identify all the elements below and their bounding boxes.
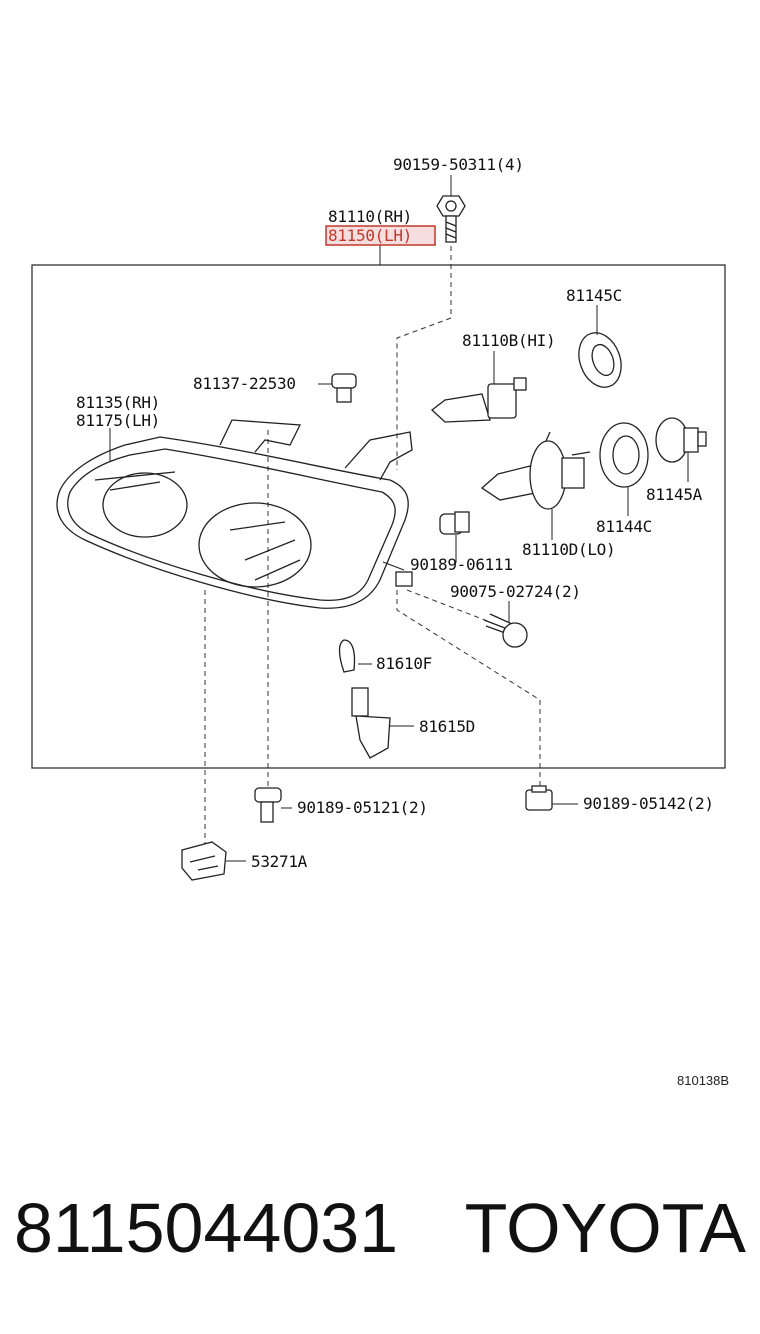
- footer: 8115044031 TOYOTA: [14, 1188, 746, 1278]
- label-81135-rh: 81135(RH): [76, 393, 160, 412]
- label-81110-rh: 81110(RH): [328, 207, 412, 226]
- label-81137-22530: 81137-22530: [193, 374, 296, 393]
- socket-81615d-icon: [351, 687, 391, 759]
- brand-name: TOYOTA: [464, 1189, 746, 1267]
- bulb-cover-81145c-icon: [578, 332, 622, 388]
- label-90189-05121: 90189-05121(2): [297, 798, 428, 817]
- label-81615d: 81615D: [419, 717, 475, 736]
- nut-90189-05142-icon: [525, 785, 553, 811]
- label-81144c: 81144C: [596, 517, 652, 536]
- label-81110d-lo: 81110D(LO): [522, 540, 615, 559]
- screw-90075-02724-icon: [483, 613, 528, 648]
- label-90189-05142: 90189-05142(2): [583, 794, 714, 813]
- label-90159-50311: 90159-50311(4): [393, 155, 524, 174]
- illustration-ref: 810138B: [677, 1073, 729, 1088]
- bulb-81110d-lo-icon: [480, 431, 591, 510]
- highlight-box: [325, 225, 436, 246]
- clip-90189-05121-icon: [254, 787, 282, 823]
- bulb-81110b-hi-icon: [430, 377, 527, 423]
- clip-81137-22530-icon: [331, 373, 357, 403]
- headlamp-housing-icon: [56, 419, 413, 609]
- label-81150-lh: 81150(LH): [328, 226, 412, 245]
- bracket-53271a-icon: [181, 841, 227, 881]
- label-81145c: 81145C: [566, 286, 622, 305]
- screw-90159-50311-icon: [436, 195, 466, 243]
- part-number: 8115044031: [14, 1189, 399, 1267]
- label-81110b-hi: 81110B(HI): [462, 331, 555, 350]
- label-81610f: 81610F: [376, 654, 432, 673]
- label-90075-02724: 90075-02724(2): [450, 582, 581, 601]
- bulb-81610f-icon: [338, 639, 356, 673]
- label-53271a: 53271A: [251, 852, 308, 871]
- label-81145a: 81145A: [646, 485, 703, 504]
- label-81175-lh: 81175(LH): [76, 411, 160, 430]
- bulb-cover-81144c-icon: [599, 422, 649, 488]
- label-90189-06111: 90189-06111: [410, 555, 513, 574]
- socket-cap-81145a-icon: [655, 417, 707, 463]
- assembly-frame: [31, 264, 726, 769]
- clip-90189-06111-icon: [439, 511, 470, 535]
